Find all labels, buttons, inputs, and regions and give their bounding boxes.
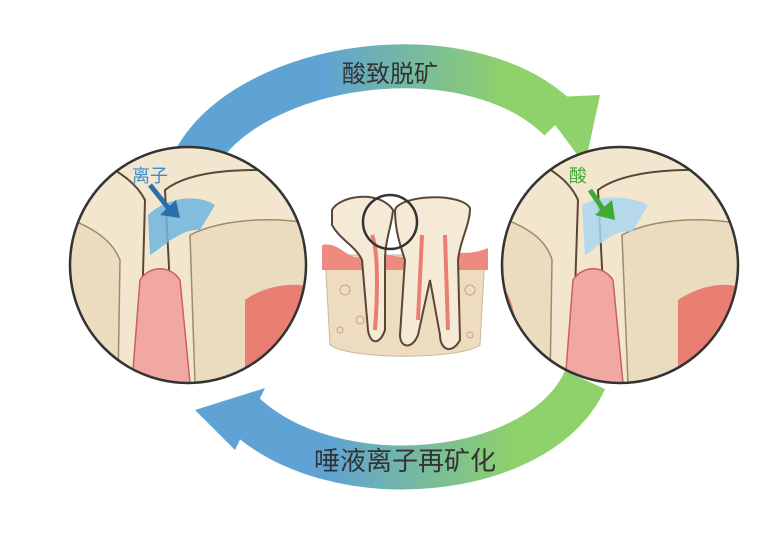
acid-label: 酸 — [569, 166, 587, 187]
center-tooth-illustration — [322, 193, 488, 357]
r-right-tooth-pulp — [678, 284, 738, 383]
demineralization-arrow — [175, 44, 600, 172]
bottom-cycle-label: 唾液离子再矿化 — [314, 447, 496, 477]
center-pulp — [370, 234, 379, 331]
r-gum — [564, 268, 624, 383]
r-lesion-area — [582, 197, 648, 255]
left-zoom-circle: 离子 — [68, 145, 308, 385]
gum — [131, 268, 191, 383]
right-zoom-circle: 酸 — [500, 145, 740, 385]
top-cycle-label: 酸致脱矿 — [342, 60, 438, 88]
remineralization-arrow — [195, 369, 606, 490]
focus-ring — [361, 193, 419, 251]
ion-label: 离子 — [132, 166, 168, 187]
ion-arrow — [148, 183, 172, 212]
acid-arrow — [587, 188, 608, 214]
